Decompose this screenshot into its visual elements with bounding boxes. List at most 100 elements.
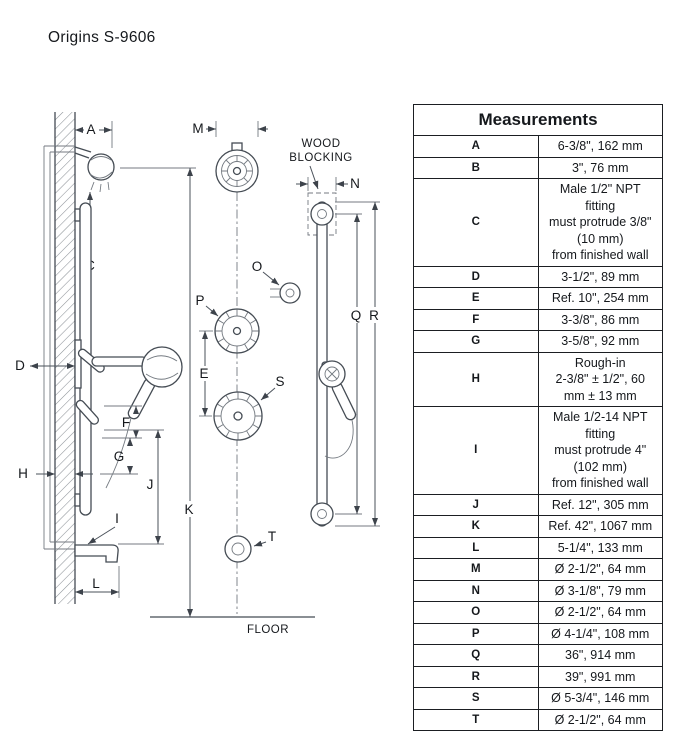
measurement-key: G bbox=[413, 330, 539, 353]
measurement-key: H bbox=[413, 351, 539, 407]
measurement-value: 3-5/8", 92 mm bbox=[537, 330, 663, 353]
measurement-value: 3-3/8", 86 mm bbox=[537, 308, 663, 331]
measurement-key: R bbox=[413, 665, 539, 688]
measurement-value: Ø 2-1/2", 64 mm bbox=[537, 708, 663, 731]
dim-label-s: S bbox=[275, 374, 284, 389]
measurement-row: A 6-3/8", 162 mm bbox=[413, 135, 663, 158]
hand-shower-front bbox=[318, 360, 357, 459]
measurement-row: N Ø 3-1/8", 79 mm bbox=[413, 579, 663, 602]
floor-label: FLOOR bbox=[247, 624, 289, 636]
dim-label-i: I bbox=[115, 511, 119, 526]
label-backing bbox=[367, 307, 381, 323]
measurement-row: G 3-5/8", 92 mm bbox=[413, 330, 663, 353]
dim-label-p: P bbox=[195, 293, 204, 308]
measurements-table: Measurements A 6-3/8", 162 mm B 3", 76 m… bbox=[413, 104, 663, 731]
wall-section bbox=[54, 112, 76, 604]
measurement-value: Ø 2-1/2", 64 mm bbox=[537, 601, 663, 624]
measurement-value: Male 1/2-14 NPT fitting must protrude 4"… bbox=[537, 406, 663, 495]
measurement-value: 5-1/4", 133 mm bbox=[537, 536, 663, 559]
measurement-key: O bbox=[413, 601, 539, 624]
supply-elbow-front bbox=[270, 282, 301, 304]
shower-head-side bbox=[74, 146, 115, 193]
measurement-key: I bbox=[413, 406, 539, 495]
measurement-key: P bbox=[413, 622, 539, 645]
measurement-value: Ref. 12", 305 mm bbox=[537, 493, 663, 516]
measurement-key: D bbox=[413, 265, 539, 288]
in-wall-supply-pipes bbox=[43, 145, 75, 550]
dim-a: A bbox=[75, 121, 113, 148]
label-t: T bbox=[253, 529, 276, 547]
measurement-row: D 3-1/2", 89 mm bbox=[413, 265, 663, 288]
measurement-key: M bbox=[413, 558, 539, 581]
front-view: M WOOD BLOCKING N bbox=[150, 121, 381, 636]
dim-label-r: R bbox=[369, 308, 379, 323]
measurement-value: Ref. 42", 1067 mm bbox=[537, 515, 663, 538]
dim-label-j: J bbox=[147, 477, 154, 492]
page-title: Origins S-9606 bbox=[48, 29, 156, 46]
measurement-value: Ø 4-1/4", 108 mm bbox=[537, 622, 663, 645]
dim-label-a: A bbox=[86, 122, 95, 137]
dim-label-n: N bbox=[350, 176, 360, 191]
label-backing bbox=[198, 366, 211, 381]
measurement-key: A bbox=[413, 135, 539, 158]
dim-r: R bbox=[335, 201, 381, 527]
measurement-row: B 3", 76 mm bbox=[413, 156, 663, 179]
measurement-row: I Male 1/2-14 NPT fitting must protrude … bbox=[413, 406, 663, 495]
wall-hatch bbox=[55, 112, 75, 604]
measurement-row: C Male 1/2" NPT fitting must protrude 3/… bbox=[413, 178, 663, 267]
dim-f: F bbox=[102, 405, 142, 439]
measurement-value: Rough-in 2-3/8" ± 1/2", 60 mm ± 13 mm bbox=[537, 351, 663, 407]
label-s: S bbox=[260, 374, 285, 401]
label-o: O bbox=[252, 259, 280, 286]
measurement-key: N bbox=[413, 579, 539, 602]
spout-front bbox=[224, 535, 252, 563]
measurement-value: Ø 2-1/2", 64 mm bbox=[537, 558, 663, 581]
dim-label-l: L bbox=[92, 576, 100, 591]
measurement-value: Ref. 10", 254 mm bbox=[537, 287, 663, 310]
dim-d: D bbox=[15, 358, 75, 373]
dim-m: M bbox=[192, 121, 268, 137]
dim-g: G bbox=[100, 438, 138, 475]
diverter-handle-side bbox=[75, 399, 100, 425]
measurement-row: T Ø 2-1/2", 64 mm bbox=[413, 708, 663, 731]
measurement-key: T bbox=[413, 708, 539, 731]
measurement-row: K Ref. 42", 1067 mm bbox=[413, 515, 663, 538]
floor: FLOOR bbox=[150, 616, 315, 636]
dim-label-f: F bbox=[122, 415, 130, 430]
dim-label-g: G bbox=[114, 449, 125, 464]
label-i: I bbox=[87, 511, 119, 545]
measurement-value: 3-1/2", 89 mm bbox=[537, 265, 663, 288]
dim-q: Q bbox=[335, 213, 363, 515]
measurement-row: Q 36", 914 mm bbox=[413, 644, 663, 667]
label-backing bbox=[182, 501, 197, 517]
wood-blocking-text-2: BLOCKING bbox=[289, 152, 352, 164]
shower-head-front bbox=[215, 142, 259, 193]
measurement-value: 3", 76 mm bbox=[537, 156, 663, 179]
measurement-row: E Ref. 10", 254 mm bbox=[413, 287, 663, 310]
dim-e: E bbox=[198, 330, 213, 417]
label-backing bbox=[349, 307, 363, 323]
measurement-key: F bbox=[413, 308, 539, 331]
measurement-row: F 3-3/8", 86 mm bbox=[413, 308, 663, 331]
measurement-key: L bbox=[413, 536, 539, 559]
measurement-row: M Ø 2-1/2", 64 mm bbox=[413, 558, 663, 581]
measurement-key: S bbox=[413, 687, 539, 710]
valve-trim-front bbox=[214, 308, 260, 354]
dim-label-m: M bbox=[192, 121, 203, 136]
hand-shower-hose bbox=[105, 417, 132, 489]
hand-shower-hose-front bbox=[324, 419, 354, 459]
measurement-key: K bbox=[413, 515, 539, 538]
measurement-value: Ø 5-3/4", 146 mm bbox=[537, 687, 663, 710]
dim-label-o: O bbox=[252, 259, 263, 274]
measurement-row: P Ø 4-1/4", 108 mm bbox=[413, 622, 663, 645]
measurement-row: S Ø 5-3/4", 146 mm bbox=[413, 687, 663, 710]
measurement-value: Ø 3-1/8", 79 mm bbox=[537, 579, 663, 602]
measurement-row: H Rough-in 2-3/8" ± 1/2", 60 mm ± 13 mm bbox=[413, 351, 663, 407]
dim-label-e: E bbox=[199, 366, 208, 381]
table-body: A 6-3/8", 162 mm B 3", 76 mm C Male 1/2"… bbox=[413, 135, 663, 731]
measurement-key: C bbox=[413, 178, 539, 267]
measurement-value: 39", 991 mm bbox=[537, 665, 663, 688]
label-p: P bbox=[195, 293, 219, 317]
measurement-key: Q bbox=[413, 644, 539, 667]
table-header-row: Measurements bbox=[413, 104, 663, 136]
